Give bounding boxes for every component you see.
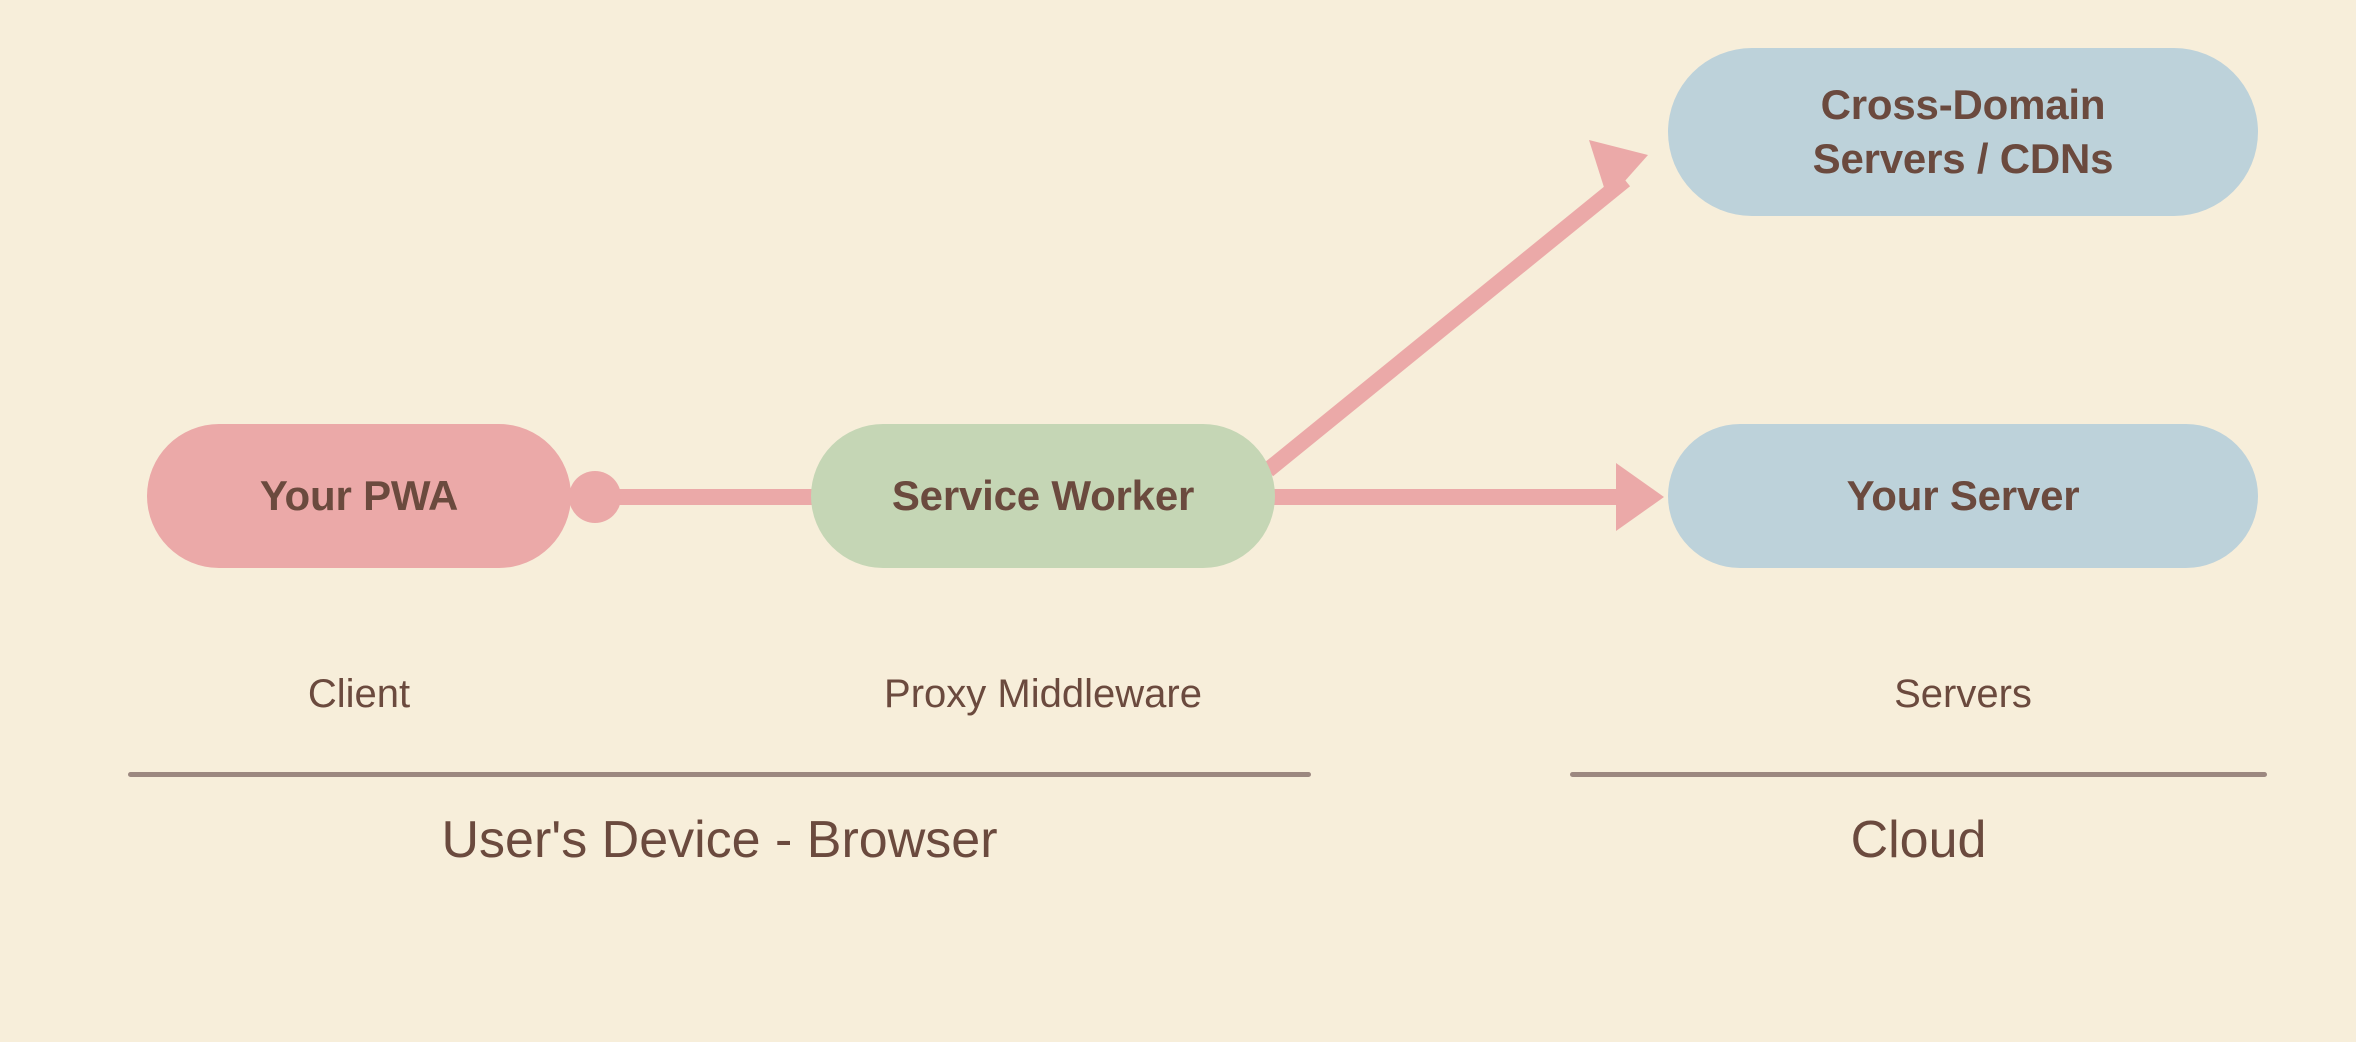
connector-service-worker-to-server: [1265, 463, 1664, 531]
connector-service-worker-to-cross-domain: [1262, 140, 1648, 477]
zone-caption-servers: Servers: [1894, 672, 2032, 716]
zone-caption-client: Client: [307, 672, 411, 716]
arrowhead-icon-cross-domain: [1589, 140, 1648, 200]
node-your-server-label: Your Server: [1846, 472, 2080, 520]
zone-divider-left: [128, 772, 1311, 777]
node-your-pwa[interactable]: Your PWA: [147, 424, 571, 568]
node-service-worker[interactable]: Service Worker: [811, 424, 1275, 568]
node-cross-domain-label: Cross-Domain Servers / CDNs: [1813, 78, 2114, 186]
connector-line-sw-cdn: [1262, 173, 1631, 477]
node-your-pwa-label: Your PWA: [259, 472, 459, 520]
zone-title-users-device-browser: User's Device - Browser: [441, 811, 998, 869]
node-cross-domain-label-line1: Cross-Domain: [1820, 81, 2106, 129]
node-cross-domain-servers[interactable]: Cross-Domain Servers / CDNs: [1668, 48, 2258, 216]
node-service-worker-label: Service Worker: [891, 472, 1195, 520]
arrowhead-icon-server: [1616, 463, 1664, 531]
zone-title-cloud: Cloud: [1850, 811, 1987, 869]
zone-divider-right: [1570, 772, 2267, 777]
connector-start-dot-icon: [569, 471, 621, 523]
node-your-server[interactable]: Your Server: [1668, 424, 2258, 568]
zone-caption-proxy-middleware: Proxy Middleware: [884, 672, 1202, 716]
connector-pwa-to-service-worker: [569, 471, 830, 523]
node-cross-domain-label-line2: Servers / CDNs: [1812, 135, 2114, 182]
